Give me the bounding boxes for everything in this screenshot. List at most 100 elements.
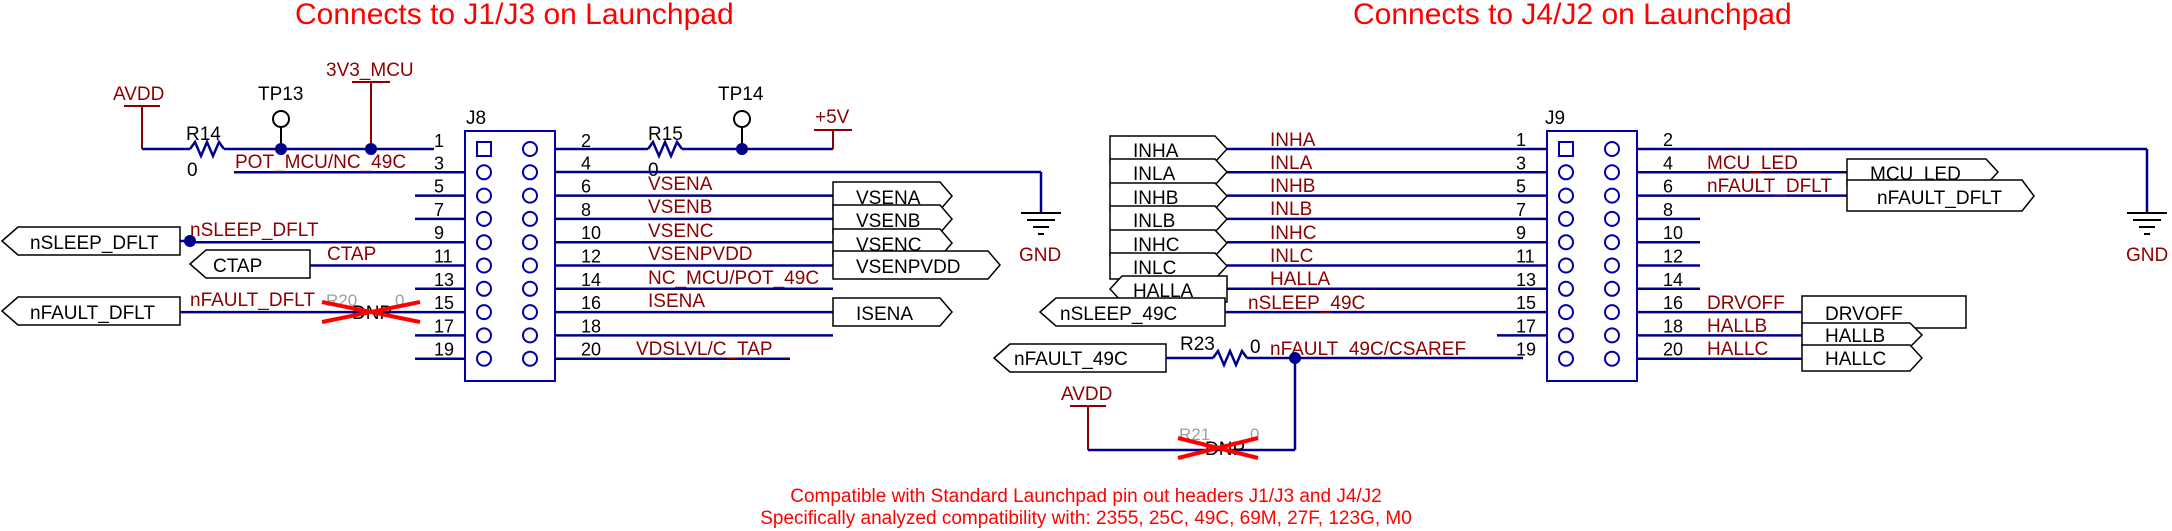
j9-pin-marker xyxy=(1558,280,1574,297)
j8-pin-marker xyxy=(522,164,538,181)
net-pot-mcu: POT_MCU/NC_49C xyxy=(235,152,406,173)
port-inhb: INHB xyxy=(1133,188,1178,209)
j8-pin-number: 4 xyxy=(581,153,591,173)
net-nc-mcu: NC_MCU/POT_49C xyxy=(648,268,819,289)
j9-pin-number: 13 xyxy=(1516,270,1536,290)
j8-pin-marker xyxy=(522,234,538,251)
j9-pin-number: 11 xyxy=(1516,247,1535,267)
port-isena: ISENA xyxy=(856,304,913,325)
j8-pin-marker xyxy=(522,141,538,157)
net-isena: ISENA xyxy=(648,291,705,312)
net-drvoff: DRVOFF xyxy=(1707,293,1785,314)
net-vsenc: VSENC xyxy=(648,221,713,242)
port-inha: INHA xyxy=(1133,141,1179,162)
j9-pin-marker xyxy=(1604,164,1620,181)
tp13-testpoint: TP13 xyxy=(258,84,303,149)
r21-value: 0 xyxy=(1250,425,1259,444)
net-inhc: INHC xyxy=(1270,223,1316,244)
j8-leads xyxy=(180,171,833,360)
drvoff-port: DRVOFF xyxy=(1801,295,1967,329)
tp14-label: TP14 xyxy=(718,84,764,105)
j9-pin-number: 8 xyxy=(1663,200,1673,220)
j9-refdes: J9 xyxy=(1545,108,1565,129)
junction-dot xyxy=(365,143,377,155)
net-halla: HALLA xyxy=(1270,269,1331,290)
j8-pin-marker xyxy=(522,350,538,367)
j8-pin-marker xyxy=(476,304,492,321)
j9-pin-marker xyxy=(1558,327,1574,344)
j9-pin-number: 6 xyxy=(1663,177,1673,197)
nfault-dflt-port-right: nFAULT_DFLT xyxy=(1846,179,2035,212)
hallb-port: HALLB xyxy=(1801,322,1924,348)
net-nfault-dflt: nFAULT_DFLT xyxy=(190,290,315,311)
r20-value: 0 xyxy=(395,291,404,310)
j9-pin-marker xyxy=(1558,187,1574,204)
net-hallb: HALLB xyxy=(1707,316,1767,337)
port-vsena: VSENA xyxy=(856,188,921,209)
port-nsleep-dflt: nSLEEP_DFLT xyxy=(30,233,159,254)
avdd-power-right: AVDD xyxy=(1061,384,1112,450)
j8-refdes: J8 xyxy=(466,108,486,129)
right-title: Connects to J4/J2 on Launchpad xyxy=(1353,0,1792,31)
inhc-port: INHC xyxy=(1109,229,1229,257)
j9-pin-marker xyxy=(1558,304,1574,321)
nfault-49c-port: nFAULT_49C xyxy=(992,343,1167,373)
port-vsenpvdd: VSENPVDD xyxy=(856,257,961,278)
j8-pin-number: 16 xyxy=(581,293,601,313)
j8-pin-number: 7 xyxy=(434,200,444,220)
compat-note-1: Compatible with Standard Launchpad pin o… xyxy=(790,486,1382,507)
tp13-label: TP13 xyxy=(258,84,303,105)
left-title: Connects to J1/J3 on Launchpad xyxy=(295,0,734,31)
j8-pin-marker xyxy=(522,210,538,227)
j9-pin-number: 7 xyxy=(1516,200,1526,220)
r15-value: 0 xyxy=(648,160,659,181)
j9-pin-number: 9 xyxy=(1516,223,1526,243)
j8-pin-marker xyxy=(476,210,492,227)
j8-pin-marker xyxy=(522,304,538,321)
j9-pin-marker xyxy=(1604,141,1620,157)
j9-pin-marker xyxy=(1604,304,1620,321)
j8-pin-marker xyxy=(476,280,492,297)
net-nfault-dflt-right: nFAULT_DFLT xyxy=(1707,176,1832,197)
j8-pin-number: 3 xyxy=(434,153,444,173)
j8-pin-marker xyxy=(476,234,492,251)
gnd-symbol-left: GND xyxy=(1019,212,1061,266)
inha-port: INHA xyxy=(1109,135,1229,163)
inhb-port: INHB xyxy=(1109,182,1229,210)
j9-pin-number: 4 xyxy=(1663,153,1673,173)
nsleep-dflt-port-left: nSLEEP_DFLT xyxy=(0,226,181,256)
isena-port: ISENA xyxy=(832,297,953,327)
net-inlc: INLC xyxy=(1270,246,1313,267)
net-vsena: VSENA xyxy=(648,174,713,195)
nfault-dflt-port-left: nFAULT_DFLT xyxy=(0,296,181,326)
j8-pin-number: 8 xyxy=(581,200,591,220)
j8-pin-marker xyxy=(522,280,538,297)
inla-port: INLA xyxy=(1109,158,1229,186)
j9-pin-marker xyxy=(1604,257,1620,274)
port-nfault-49c: nFAULT_49C xyxy=(1014,349,1128,370)
j8-pin-number: 15 xyxy=(434,293,454,313)
j9-pin-marker xyxy=(1558,210,1574,227)
r23-resistor: R23 0 xyxy=(1180,334,1261,369)
j8-pin-number: 17 xyxy=(434,316,454,336)
net-inhb: INHB xyxy=(1270,176,1315,197)
gnd-label-right: GND xyxy=(2126,245,2168,266)
j9-pin-marker xyxy=(1558,234,1574,251)
j9-pin-marker xyxy=(1604,234,1620,251)
j9-pin-number: 15 xyxy=(1516,293,1536,313)
j8-pin-marker xyxy=(522,327,538,344)
j9-pin-marker xyxy=(1604,187,1620,204)
v33-power: 3V3_MCU xyxy=(326,60,414,149)
j9-pin-number: 17 xyxy=(1516,316,1536,336)
tp14-testpoint: TP14 xyxy=(718,84,764,149)
inlc-port: INLC xyxy=(1109,252,1229,280)
port-drvoff: DRVOFF xyxy=(1825,304,1903,325)
vsenb-port: VSENB xyxy=(832,204,953,234)
j8-pin-marker xyxy=(476,187,492,204)
v5-power: +5V xyxy=(814,107,852,149)
j9-pin-marker xyxy=(1604,350,1620,367)
net-mcu-led: MCU_LED xyxy=(1707,153,1798,174)
